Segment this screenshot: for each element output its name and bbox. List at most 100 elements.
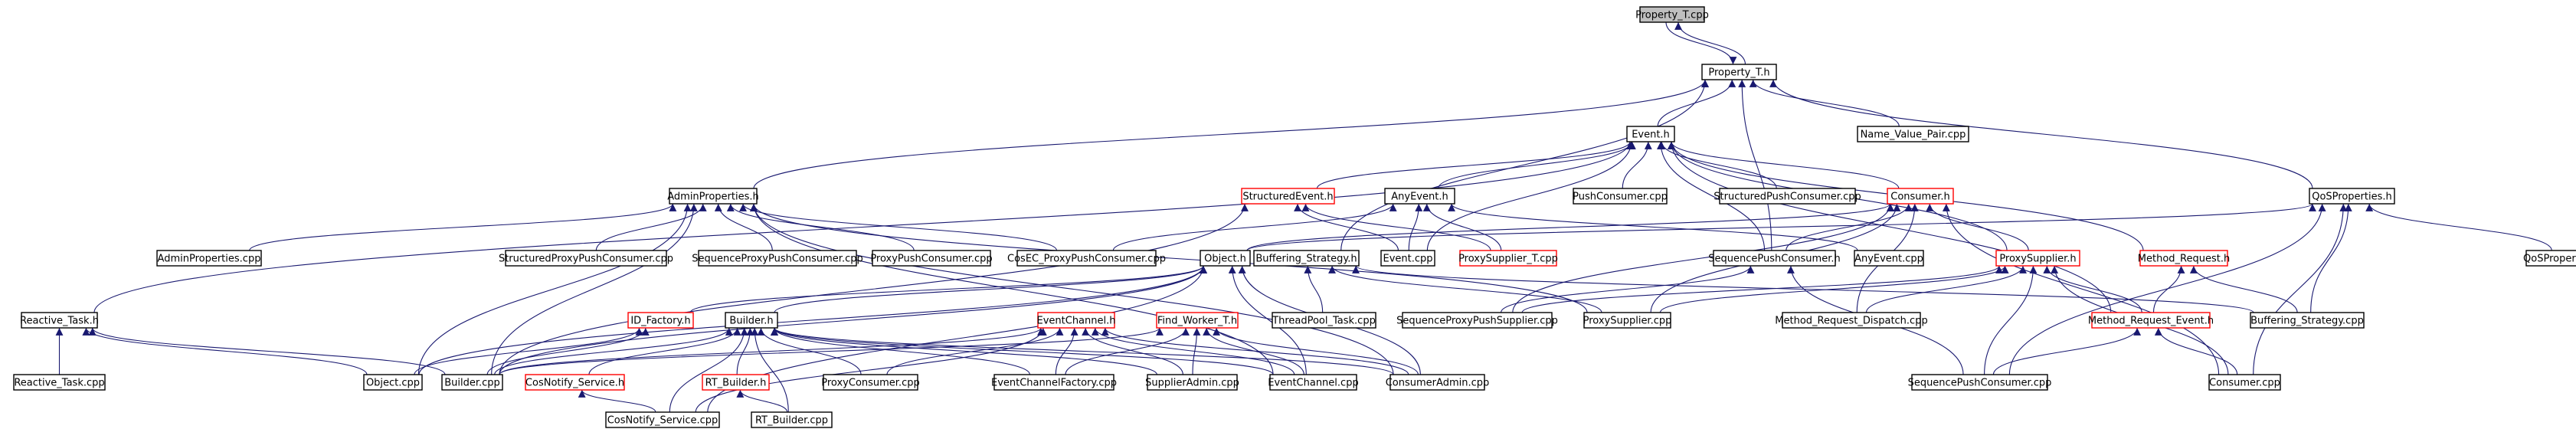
- node-method-request-event-h[interactable]: Method_Request_Event.h: [2088, 312, 2214, 329]
- node-qosproperties-cpp[interactable]: QoSProperties.cpp: [2523, 250, 2576, 267]
- node-anyevent-h[interactable]: AnyEvent.h: [1384, 188, 1455, 205]
- node-box: [2525, 250, 2576, 267]
- node-id-factory-h[interactable]: ID_Factory.h: [627, 312, 694, 329]
- node-reactive-task-cpp[interactable]: Reactive_Task.cpp: [13, 374, 106, 391]
- node-label: EventChannel.h: [1037, 316, 1116, 327]
- edge-sequencepushconsumer-h-sequenceproxypushsupplier-cpp: [1500, 265, 1755, 313]
- node-structuredevent-h[interactable]: StructuredEvent.h: [1241, 188, 1335, 205]
- node-find-worker-t-h[interactable]: Find_Worker_T.h: [1156, 312, 1239, 329]
- edge-object-h-cosnotify-service-cpp: [707, 265, 1207, 413]
- node-rt-builder-h[interactable]: RT_Builder.h: [702, 374, 770, 391]
- node-proxysupplier-cpp[interactable]: ProxySupplier.cpp: [1583, 312, 1672, 329]
- node-box: [872, 250, 991, 267]
- node-label: StructuredPushConsumer.cpp: [1714, 192, 1861, 203]
- node-box: [21, 312, 98, 329]
- edge-anyevent-h-cosec-proxypushconsumer-cpp: [1112, 203, 1397, 251]
- node-box: [1911, 374, 2048, 391]
- node-eventchannel-h[interactable]: EventChannel.h: [1037, 312, 1116, 329]
- node-buffering-strategy-h[interactable]: Buffering_Strategy.h: [1253, 250, 1360, 267]
- node-label: Object.cpp: [366, 378, 420, 389]
- node-box: [1269, 374, 1357, 391]
- node-event-h[interactable]: Event.h: [1626, 126, 1675, 142]
- edge-object-h-builder-cpp: [499, 265, 1207, 375]
- edge-reactive-task-h-object-cpp: [82, 327, 368, 375]
- edge-event-h-pushconsumer-cpp: [1622, 141, 1652, 189]
- edge-adminproperties-h-adminproperties-cpp: [249, 203, 677, 251]
- node-proxysupplier-t-cpp[interactable]: ProxySupplier_T.cpp: [1458, 250, 1558, 267]
- node-adminproperties-cpp[interactable]: AdminProperties.cpp: [156, 250, 262, 267]
- node-label: StructuredProxyPushConsumer.cpp: [499, 254, 673, 265]
- node-builder-h[interactable]: Builder.h: [725, 312, 778, 329]
- node-label: ProxyConsumer.cpp: [821, 378, 920, 389]
- edge-buffering-strategy-h-buffering-strategy-cpp: [1352, 265, 2254, 313]
- node-object-cpp[interactable]: Object.cpp: [363, 374, 423, 391]
- node-label: AdminProperties.h: [667, 192, 759, 203]
- node-method-request-dispatch-cpp[interactable]: Method_Request_Dispatch.cpp: [1775, 312, 1928, 329]
- edge-adminproperties-h-builder-cpp: [491, 203, 698, 375]
- node-label: SupplierAdmin.cpp: [1145, 378, 1239, 389]
- node-eventchannel-cpp[interactable]: EventChannel.cpp: [1268, 374, 1359, 391]
- edge-cosnotify-service-h-cosnotify-service-cpp: [578, 389, 656, 413]
- node-box: [441, 374, 503, 391]
- node-box: [1995, 250, 2080, 267]
- edge-consumer-h-consumer-cpp: [1942, 203, 2220, 375]
- node-anyevent-cpp[interactable]: AnyEvent.cpp: [1854, 250, 1924, 267]
- node-box: [1887, 188, 1954, 205]
- node-pushconsumer-cpp[interactable]: PushConsumer.cpp: [1573, 188, 1668, 205]
- node-sequencepushconsumer-cpp[interactable]: SequencePushConsumer.cpp: [1908, 374, 2052, 391]
- node-consumer-cpp[interactable]: Consumer.cpp: [2208, 374, 2281, 391]
- node-label: Method_Request_Event.h: [2088, 316, 2214, 327]
- node-box: [1782, 312, 1921, 329]
- edge-find-worker-t-h-builder-cpp: [499, 327, 1164, 375]
- node-label: Method_Request_Dispatch.cpp: [1775, 316, 1927, 327]
- node-qosproperties-h[interactable]: QoSProperties.h: [2309, 188, 2395, 205]
- edge-anyevent-h-proxysupplier-t-cpp: [1422, 203, 1502, 251]
- node-label: Reactive_Task.cpp: [14, 378, 104, 389]
- node-property-t-cpp[interactable]: Property_T.cpp: [1635, 6, 1709, 23]
- node-consumeradmin-cpp[interactable]: ConsumerAdmin.cpp: [1386, 374, 1490, 391]
- node-box: [1384, 188, 1455, 205]
- node-eventchannelfactory-cpp[interactable]: EventChannelFactory.cpp: [991, 374, 1117, 391]
- node-proxypushconsumer-cpp[interactable]: ProxyPushConsumer.cpp: [870, 250, 993, 267]
- node-consumer-h[interactable]: Consumer.h: [1887, 188, 1954, 205]
- node-label: ProxySupplier.cpp: [1583, 316, 1672, 327]
- edge-buffering-strategy-h-proxysupplier-cpp: [1328, 265, 1602, 313]
- node-threadpool-task-cpp[interactable]: ThreadPool_Task.cpp: [1272, 312, 1376, 329]
- node-method-request-h[interactable]: Method_Request.h: [2138, 250, 2230, 267]
- node-box: [1459, 250, 1557, 267]
- node-supplieradmin-cpp[interactable]: SupplierAdmin.cpp: [1145, 374, 1239, 391]
- node-object-h[interactable]: Object.h: [1200, 250, 1251, 267]
- edge-builder-h-eventchannelfactory-cpp: [771, 327, 1030, 375]
- node-adminproperties-h[interactable]: AdminProperties.h: [667, 188, 759, 205]
- node-label: Builder.cpp: [444, 378, 500, 389]
- node-box: [2309, 188, 2395, 205]
- node-label: QoSProperties.cpp: [2523, 254, 2576, 265]
- node-sequenceproxypushconsumer-cpp[interactable]: SequenceProxyPushConsumer.cpp: [692, 250, 863, 267]
- node-proxyconsumer-cpp[interactable]: ProxyConsumer.cpp: [821, 374, 920, 391]
- edge-consumer-h-sequencepushconsumer-h: [1786, 203, 1913, 251]
- node-cosnotify-service-h[interactable]: CosNotify_Service.h: [525, 374, 625, 391]
- edge-id-factory-h-builder-cpp: [486, 327, 650, 375]
- node-event-cpp[interactable]: Event.cpp: [1380, 250, 1435, 267]
- node-rt-builder-cpp[interactable]: RT_Builder.cpp: [751, 411, 833, 428]
- node-proxysupplier-h[interactable]: ProxySupplier.h: [1995, 250, 2080, 267]
- node-structuredpushconsumer-cpp[interactable]: StructuredPushConsumer.cpp: [1714, 188, 1861, 205]
- node-cosnotify-service-cpp[interactable]: CosNotify_Service.cpp: [605, 411, 720, 428]
- node-sequenceproxypushsupplier-cpp[interactable]: SequenceProxyPushSupplier.cpp: [1396, 312, 1558, 329]
- node-box: [2208, 374, 2281, 391]
- node-builder-cpp[interactable]: Builder.cpp: [441, 374, 503, 391]
- node-structuredproxypushconsumer-cpp[interactable]: StructuredProxyPushConsumer.cpp: [499, 250, 673, 267]
- node-name-value-pair-cpp[interactable]: Name_Value_Pair.cpp: [1857, 126, 1969, 142]
- node-reactive-task-h[interactable]: Reactive_Task.h: [20, 312, 99, 329]
- node-sequencepushconsumer-h[interactable]: SequencePushConsumer.h: [1708, 250, 1841, 267]
- edge-method-request-event-h-consumer-cpp: [2154, 327, 2238, 375]
- edge-builder-h-cosnotify-service-h: [588, 327, 741, 375]
- node-cosec-proxypushconsumer-cpp[interactable]: CosEC_ProxyPushConsumer.cpp: [1007, 250, 1166, 267]
- node-property-t-h[interactable]: Property_T.h: [1701, 64, 1777, 80]
- edge-eventchannel-h-proxyconsumer-cpp: [886, 327, 1064, 375]
- edge-consumer-h-object-h: [1246, 203, 1894, 251]
- node-buffering-strategy-cpp[interactable]: Buffering_Strategy.cpp: [2250, 312, 2365, 329]
- node-label: Consumer.h: [1890, 192, 1949, 203]
- node-box: [1854, 250, 1924, 267]
